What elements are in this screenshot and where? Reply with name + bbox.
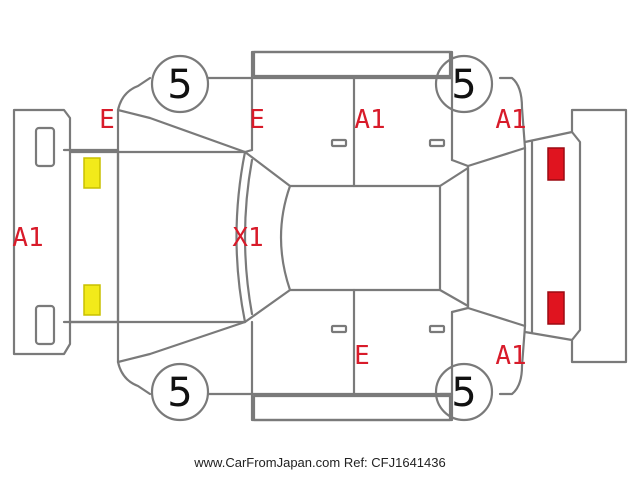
code-left-rear-door: A1	[354, 105, 385, 135]
code-right-rear-quarter: A1	[495, 341, 526, 371]
rear-hatch-outline	[466, 146, 527, 328]
left-front-fender-outline	[116, 108, 247, 154]
wheel-rear-left-rating: 5	[451, 62, 476, 108]
rear-left-taillamp-icon	[547, 147, 565, 181]
wheel-rear-right-rating: 5	[451, 370, 476, 416]
code-windshield: X1	[232, 223, 263, 253]
front-bumper-outline	[12, 108, 72, 356]
front-left-wheel	[150, 54, 210, 114]
left-side-skirt	[252, 50, 452, 78]
front-left-headlamp-icon	[83, 157, 101, 189]
left-front-handle	[330, 138, 348, 148]
right-rear-quarter-edge	[450, 306, 470, 314]
wheel-front-left-rating: 5	[167, 62, 192, 108]
rear-right-wheel	[434, 362, 494, 422]
right-front-fender-outline	[116, 320, 247, 364]
watermark-ref: Ref: CFJ1641436	[343, 455, 446, 470]
front-bumper-fog-slot-top	[34, 126, 56, 168]
code-right-rear-door: E	[354, 341, 370, 371]
front-right-headlamp-icon	[83, 284, 101, 316]
code-left-front-door: E	[249, 105, 265, 135]
watermark-footer: www.CarFromJapan.com Ref: CFJ1641436	[0, 455, 640, 470]
right-side-skirt	[252, 394, 452, 422]
rear-right-taillamp-icon	[547, 291, 565, 325]
right-rear-handle	[428, 324, 446, 334]
left-rear-quarter-edge	[450, 158, 470, 168]
rear-window-outline	[438, 166, 470, 308]
code-left-front-fender: E	[99, 105, 115, 135]
watermark-site: www.CarFromJapan.com	[194, 455, 341, 470]
rear-end-outline	[523, 130, 574, 342]
left-mirror	[243, 148, 254, 154]
front-right-wheel	[150, 362, 210, 422]
rear-bumper-outline	[570, 108, 628, 364]
wheel-front-right-rating: 5	[167, 370, 192, 416]
left-door-frame	[250, 76, 454, 188]
rear-left-wheel	[434, 54, 494, 114]
code-left-rear-quarter: A1	[495, 105, 526, 135]
roof-outline	[288, 184, 442, 292]
right-door-frame	[250, 288, 454, 396]
code-front-bumper: A1	[12, 223, 43, 253]
right-front-handle	[330, 324, 348, 334]
front-bumper-fog-slot-bottom	[34, 304, 56, 346]
front-fascia-outline	[62, 148, 120, 324]
left-rear-handle	[428, 138, 446, 148]
windshield-inner-frame	[243, 158, 254, 316]
